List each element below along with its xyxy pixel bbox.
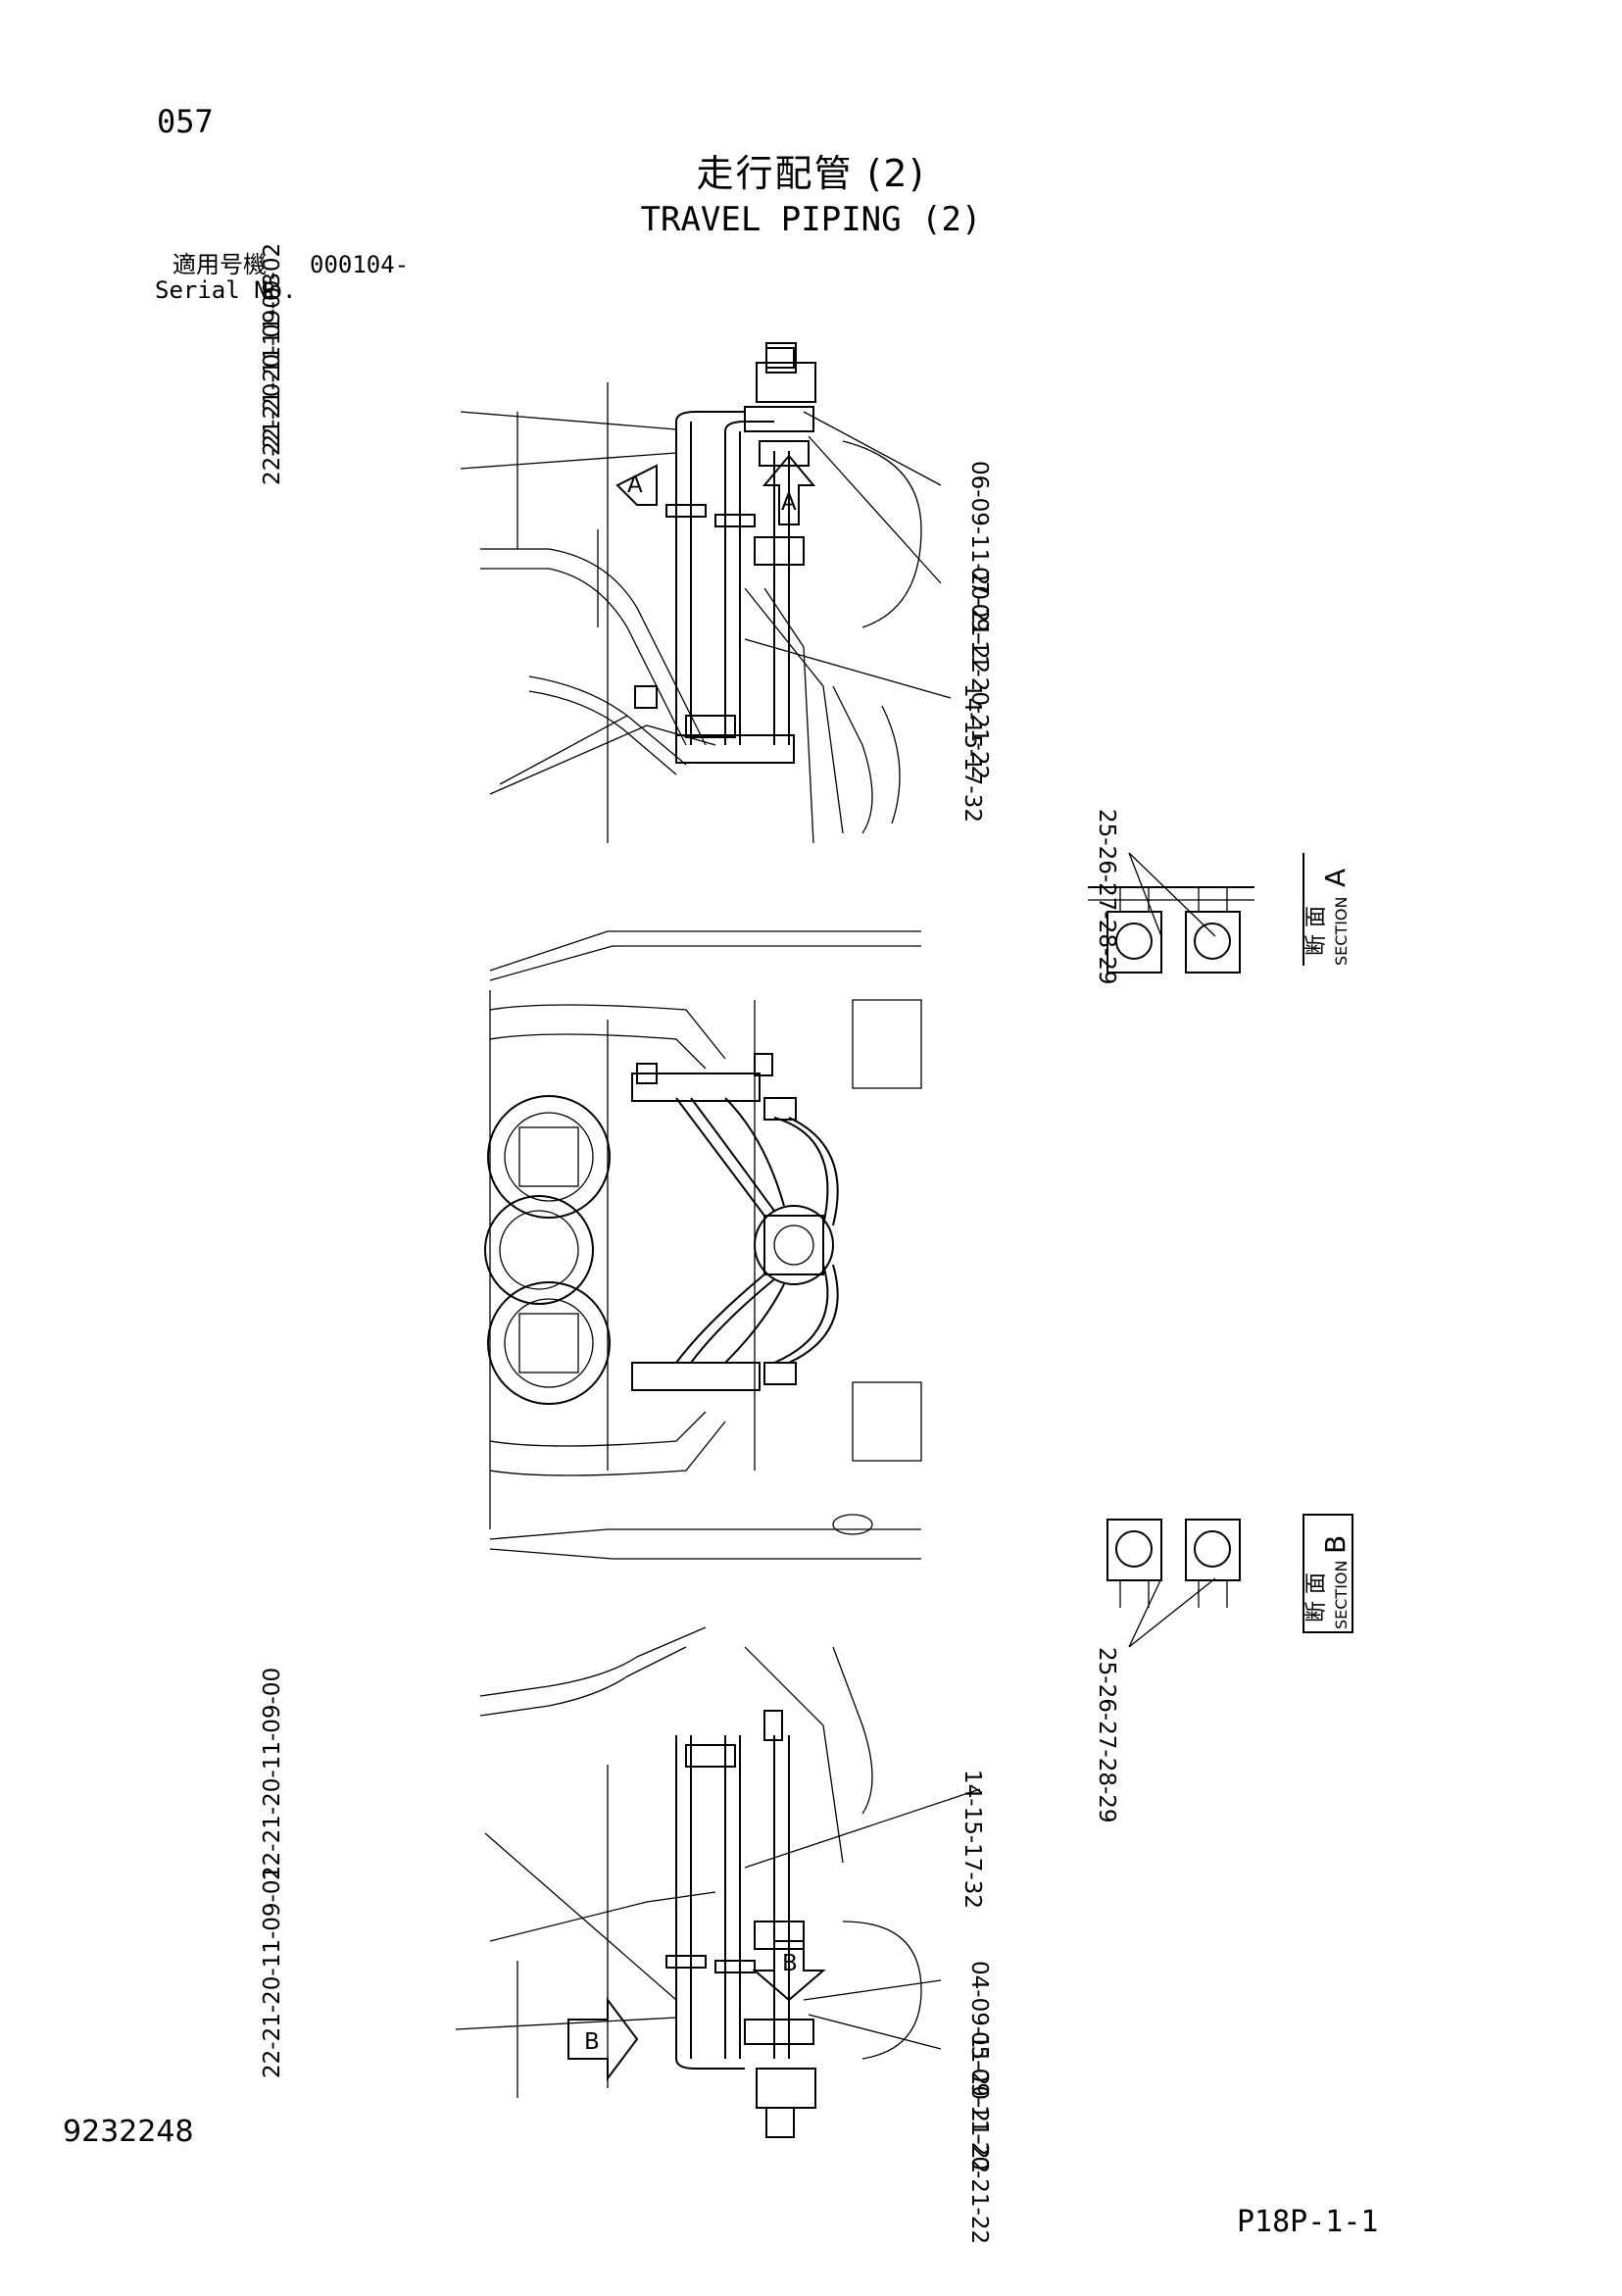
callout-section-b-parts: 25-26-27-28-29 (1094, 1647, 1119, 1823)
svg-text:A: A (627, 473, 643, 498)
callout-labels: 22-21-20-11-09-02 22-21-20-11-09-03 06-0… (260, 243, 1119, 2244)
leader-lines (455, 411, 1216, 2050)
svg-text:SECTION: SECTION (1332, 1561, 1351, 1630)
section-a-detail (1088, 886, 1254, 973)
section-b-label: 断 面 SECTION B (1303, 1514, 1353, 1633)
callout-bottom-left-1: 22-21-20-11-09-00 (260, 1668, 285, 1880)
callout-bottom-right-2: 05-09-11-20-21-22 (966, 2031, 992, 2244)
section-b-detail (1106, 1519, 1241, 1608)
callout-top-left-1: 22-21-20-11-09-02 (260, 243, 285, 456)
top-piping-assembly (480, 342, 922, 844)
middle-frame-assembly (484, 930, 922, 1560)
view-marker-b-right: B (752, 1940, 826, 2002)
callout-bottom-left-2: 22-21-20-11-09-01 (260, 1866, 285, 2078)
page-number: 057 (157, 103, 214, 140)
callout-top-mid: 14-15-17-32 (959, 683, 985, 823)
callout-bottom-right-1: 04-09-11-20-21-22 (966, 1961, 992, 2173)
callout-top-right-1: 06-09-11-20-21-22 (966, 461, 992, 674)
callout-top-right-2: 07-09-11-20-21-22 (966, 567, 992, 779)
svg-text:断 面: 断 面 (1304, 1572, 1329, 1622)
svg-text:B: B (584, 2029, 600, 2055)
view-marker-b-left: B (567, 1997, 639, 2081)
page-reference: P18P-1-1 (1237, 2205, 1379, 2239)
section-a-label: 断 面 SECTION A (1303, 853, 1352, 966)
svg-text:A: A (781, 490, 797, 516)
svg-text:SECTION: SECTION (1332, 897, 1351, 967)
serial-label-english: Serial No. (155, 276, 297, 304)
svg-text:B: B (1319, 1535, 1352, 1554)
page-title-japanese: 走行配管 (2) (696, 152, 926, 195)
view-marker-a-right: A (762, 454, 816, 525)
document-number: 9232248 (63, 2115, 194, 2149)
bottom-piping-assembly (479, 1626, 922, 2138)
serial-number-value: 000104- (310, 251, 410, 278)
callout-bottom-mid: 14-15-17-32 (959, 1770, 985, 1909)
serial-label-japanese: 適用号機 (172, 251, 267, 278)
svg-text:断 面: 断 面 (1304, 906, 1329, 956)
callout-top-left-2: 22-21-20-11-09-03 (260, 273, 285, 485)
svg-text:A: A (1319, 869, 1352, 887)
svg-text:B: B (782, 1951, 798, 1976)
page-title-english: TRAVEL PIPING (2) (640, 200, 982, 239)
view-marker-a-left: A (615, 464, 658, 506)
